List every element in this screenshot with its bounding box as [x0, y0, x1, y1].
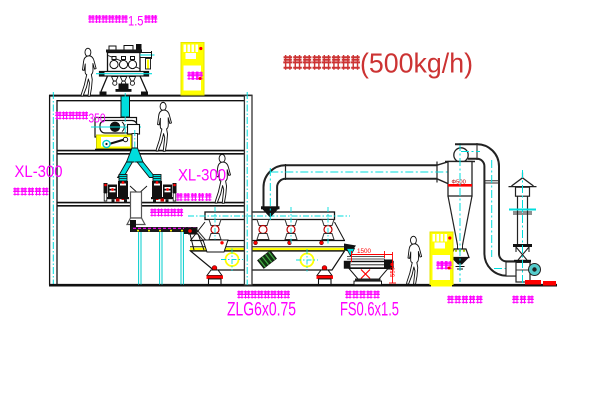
svg-text:550: 550	[391, 266, 397, 277]
svg-text:(500kg/h): (500kg/h)	[360, 48, 473, 79]
svg-text:1.5: 1.5	[128, 13, 144, 29]
svg-text:350: 350	[89, 111, 106, 126]
svg-text:ZLG6x0.75: ZLG6x0.75	[227, 300, 296, 321]
svg-text:Φ500: Φ500	[452, 180, 466, 186]
svg-text:FS0.6x1.5: FS0.6x1.5	[340, 300, 399, 321]
svg-text:XL-300: XL-300	[15, 162, 63, 181]
svg-text:XL-300: XL-300	[178, 166, 226, 185]
svg-text:1500: 1500	[357, 248, 371, 255]
